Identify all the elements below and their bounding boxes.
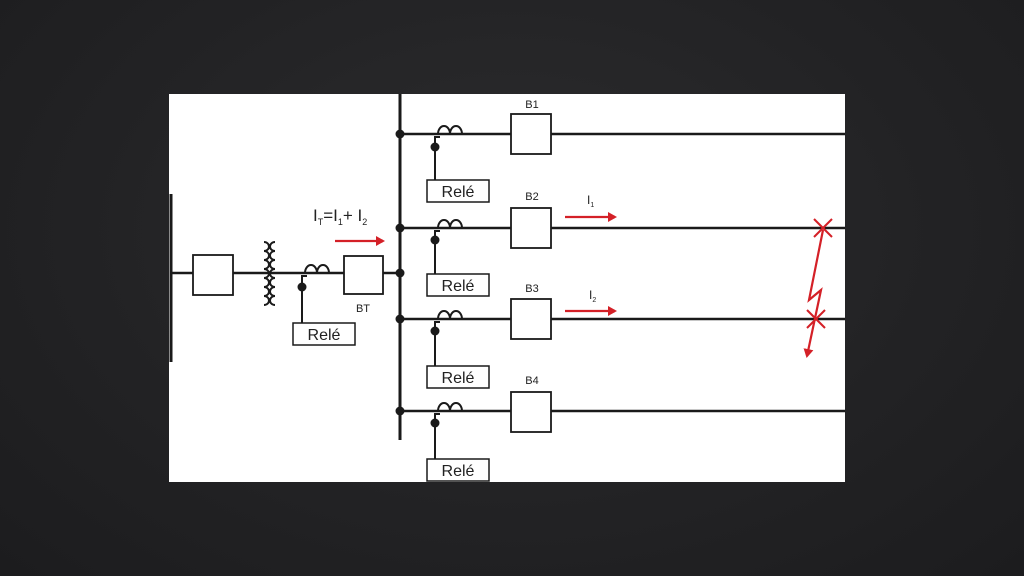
feeder-b4-relay-label: Relé	[442, 463, 475, 480]
feeder-b2-relay-box	[426, 273, 490, 297]
bt-breaker	[343, 255, 384, 295]
bt-label: BT	[356, 303, 370, 315]
feeder-b3-relay-label: Relé	[442, 370, 475, 387]
feeder-b4: B4 Relé	[395, 375, 845, 482]
feeder-b1-relay-label: Relé	[442, 184, 475, 201]
feeder-b3: B3 Relé I2	[395, 283, 845, 389]
fault-lightning-icon	[803, 229, 825, 358]
incoming-breaker	[192, 254, 234, 296]
feeder-b3-label: B3	[525, 283, 538, 295]
i2-label: I2	[589, 288, 596, 304]
feeder-b1: B1 Relé	[395, 99, 845, 203]
feeder-b2-label: B2	[525, 191, 538, 203]
feeder-b2-ct-icon	[437, 219, 463, 229]
feeder-b1-breaker	[510, 113, 552, 155]
single-line-diagram: Relé BT IT=I1+ I2 B1	[169, 94, 845, 482]
fault-b3-marker-icon	[806, 309, 826, 329]
feeder-b4-label: B4	[525, 375, 538, 387]
total-current-label: IT=I1+ I2	[313, 206, 367, 227]
fault-b2-marker-icon	[813, 218, 833, 238]
feeder-b4-relay-box	[426, 458, 490, 482]
feeder-b2-relay-label: Relé	[442, 278, 475, 295]
feeder-b1-label: B1	[525, 99, 538, 111]
incoming-relay-label: Relé	[308, 327, 341, 344]
incoming-relay-box	[292, 322, 356, 346]
incoming-ct-lead	[301, 275, 307, 287]
feeder-b2-breaker	[510, 207, 552, 249]
feeder-b1-ct-icon	[437, 125, 463, 135]
i1-label: I1	[587, 193, 594, 209]
feeder-b3-relay-box	[426, 365, 490, 389]
feeder-b4-breaker	[510, 391, 552, 433]
feeder-b2: B2 Relé I1	[395, 191, 845, 297]
feeder-b3-ct-icon	[437, 310, 463, 320]
feeder-b4-ct-icon	[437, 402, 463, 412]
incoming-ct-icon	[304, 264, 330, 274]
feeder-b1-relay-box	[426, 179, 490, 203]
transformer-icon	[263, 241, 276, 306]
svg-text:IT=I1+ I2: IT=I1+ I2	[313, 206, 367, 227]
diagram-svg: Relé BT IT=I1+ I2 B1	[169, 94, 845, 482]
feeder-b3-breaker	[510, 298, 552, 340]
